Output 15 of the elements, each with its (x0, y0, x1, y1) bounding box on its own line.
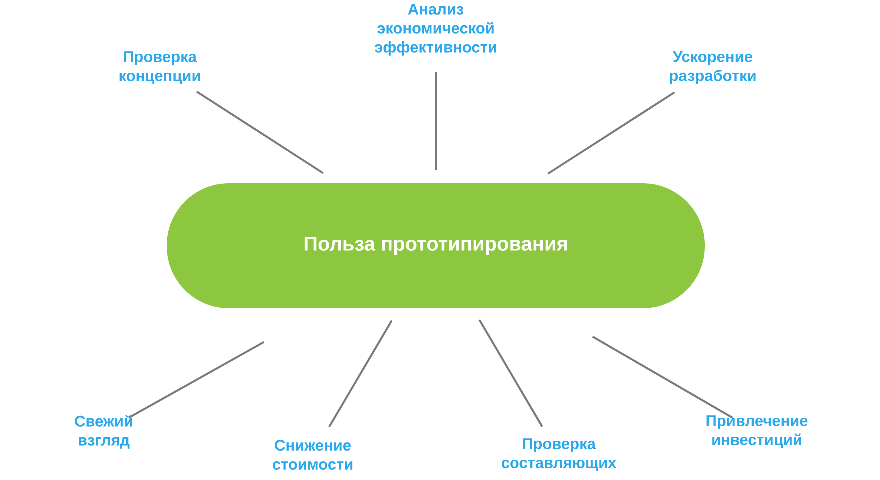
topic-label: Снижение стоимости (272, 440, 353, 470)
connector-line (328, 320, 393, 428)
connector-line (128, 341, 265, 419)
connector-line (196, 90, 324, 174)
topic-label: Свежий взгляд (75, 415, 132, 449)
topic-label: Анализ экономической эффективности (374, 4, 496, 56)
connector-line (435, 72, 437, 170)
connector-line (478, 320, 544, 428)
connector-line (592, 336, 734, 419)
connector-line (548, 92, 676, 175)
topic-label: Проверка составляющих (502, 438, 617, 472)
pill-box: Польза прототипирования (167, 184, 705, 308)
topic-label: Привлечение инвестиций (706, 416, 808, 448)
topic-label: Проверка концепции (120, 52, 200, 84)
topic-label: Ускорение разработки (670, 52, 756, 84)
